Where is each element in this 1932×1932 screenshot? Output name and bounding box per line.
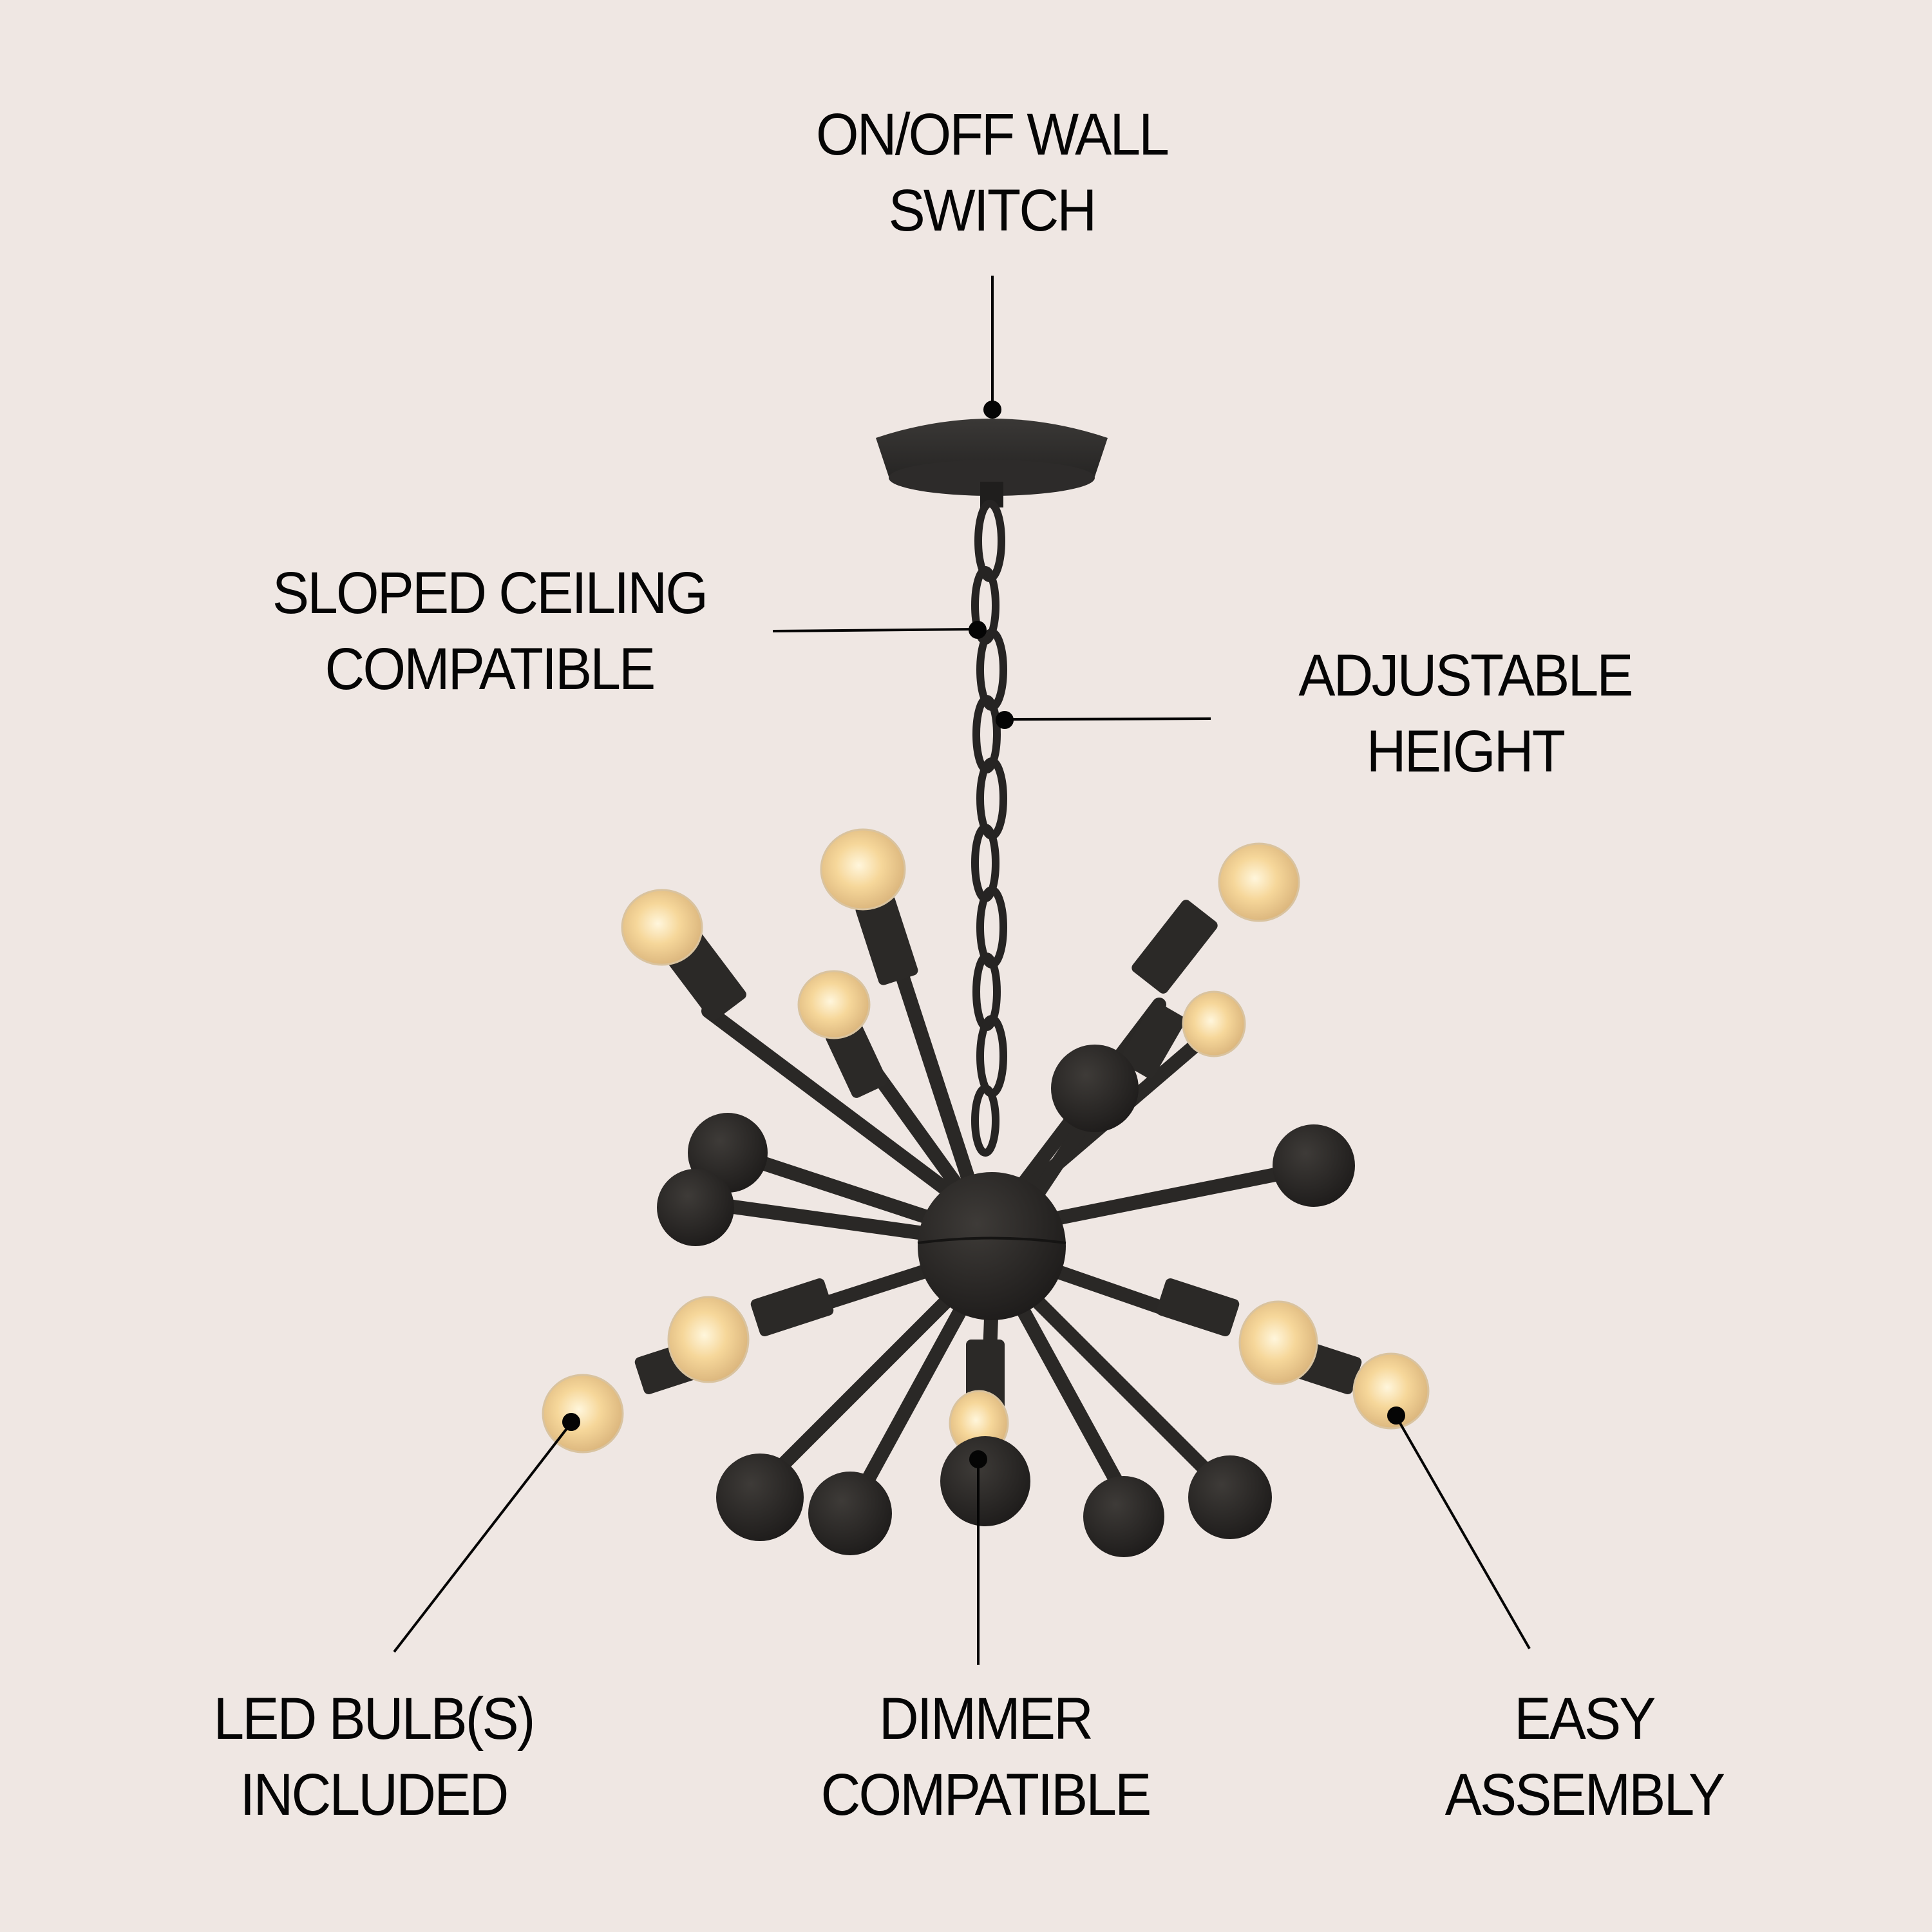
bulb xyxy=(797,970,871,1039)
bulb xyxy=(542,1374,624,1454)
callout-on-off-switch: ON/OFF WALL SWITCH xyxy=(776,97,1208,249)
callout-line: DIMMER xyxy=(878,1686,1094,1752)
bulb xyxy=(621,889,703,966)
callout-line: SLOPED CEILING xyxy=(272,560,708,626)
callout-sloped-ceiling: SLOPED CEILING COMPATIBLE xyxy=(244,555,735,707)
callout-line: HEIGHT xyxy=(1366,719,1566,784)
bulb xyxy=(667,1296,750,1383)
callout-line: INCLUDED xyxy=(240,1762,509,1828)
center-hub xyxy=(917,1172,1066,1320)
callout-adjustable-height: ADJUSTABLE HEIGHT xyxy=(1240,638,1690,790)
callout-easy-assembly: EASY ASSEMBLY xyxy=(1399,1681,1770,1833)
callout-line: ADJUSTABLE xyxy=(1298,643,1633,708)
callout-line: LED BULB(S) xyxy=(213,1686,535,1752)
callout-line: ASSEMBLY xyxy=(1444,1762,1725,1828)
callout-line: EASY xyxy=(1514,1686,1656,1752)
bulb xyxy=(1182,990,1246,1057)
bulb xyxy=(1238,1300,1318,1385)
callout-led-bulbs: LED BULB(S) INCLUDED xyxy=(170,1681,577,1833)
bulb xyxy=(1352,1352,1430,1430)
chain xyxy=(971,500,1007,1157)
callout-dimmer: DIMMER COMPATIBLE xyxy=(776,1681,1195,1833)
leader-lines xyxy=(393,276,1531,1665)
bulb xyxy=(820,828,906,911)
callout-line: ON/OFF WALL xyxy=(815,102,1170,167)
callout-line: SWITCH xyxy=(888,178,1097,243)
callout-line: COMPATIBLE xyxy=(325,636,656,702)
ceiling-canopy xyxy=(876,419,1108,507)
ball-finials xyxy=(657,1045,1355,1557)
bulb xyxy=(1218,842,1300,922)
callout-line: COMPATIBLE xyxy=(820,1762,1152,1828)
